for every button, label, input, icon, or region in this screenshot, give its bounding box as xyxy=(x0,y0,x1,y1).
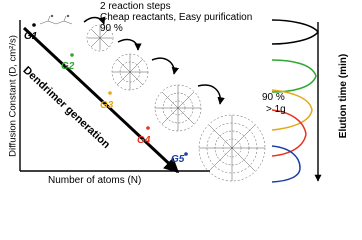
scale-note: > 1g xyxy=(266,104,286,115)
g1-dot xyxy=(32,23,36,27)
dendrimer-g2 xyxy=(86,24,114,52)
peak-g2 xyxy=(271,59,317,93)
yield-top: 90 % xyxy=(100,23,123,34)
reactants-note: Cheap reactants, Easy purification xyxy=(100,12,253,23)
dendrimer-g3 xyxy=(111,53,149,91)
peak-g1 xyxy=(271,19,319,45)
dendrimer-g4 xyxy=(154,84,202,132)
yield-right: 90 % xyxy=(262,92,285,103)
g2-dot xyxy=(70,53,74,57)
g2-label: G2 xyxy=(61,61,75,72)
g3-dot xyxy=(108,91,112,95)
g5-dot xyxy=(184,152,188,156)
dendrimer-g1 xyxy=(39,14,73,25)
steps-note: 2 reaction steps xyxy=(100,1,171,12)
peak-g5 xyxy=(271,145,301,183)
g3-label: G3 xyxy=(100,100,114,111)
g4-label: G4 xyxy=(137,135,151,146)
figure: Diffusion Constant (D, cm²/s) Number of … xyxy=(7,1,349,186)
reaction-arrow-1 xyxy=(83,16,106,25)
g5-label: G5 xyxy=(171,154,185,165)
peak-g4 xyxy=(271,109,307,157)
g1-label: G1 xyxy=(24,31,38,42)
reaction-arrow-4 xyxy=(197,84,225,105)
generation-arrow xyxy=(22,26,180,174)
g4-dot xyxy=(146,126,150,130)
dendrimer-g5 xyxy=(198,114,266,182)
reaction-arrow-3 xyxy=(151,57,179,75)
figure-graphics xyxy=(19,14,322,183)
x-axis-label: Number of atoms (N) xyxy=(48,175,142,186)
reaction-arrow-2 xyxy=(117,38,142,51)
y-axis-label: Diffusion Constant (D, cm²/s) xyxy=(7,35,19,157)
peak-g3 xyxy=(271,89,313,131)
elution-axis-label: Elution time (min) xyxy=(338,53,349,139)
